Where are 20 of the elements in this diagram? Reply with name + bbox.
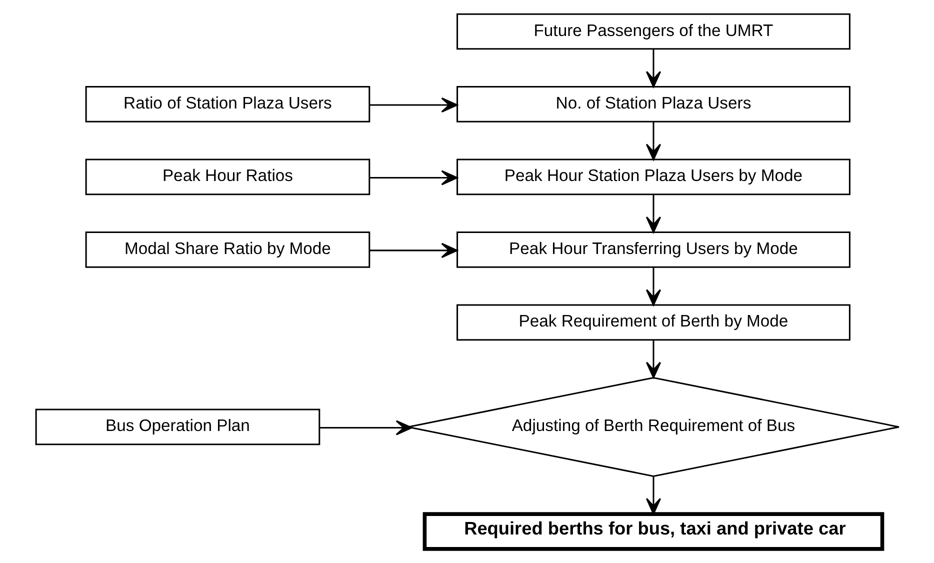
node-box: Peak Hour Station Plaza Users by Mode [456,158,850,196]
arrow [369,242,458,258]
node-box: No. of Station Plaza Users [456,86,850,122]
node-box: Peak Requirement of Berth by Mode [456,304,850,341]
arrow [645,194,661,233]
arrow [369,97,458,113]
node-box: Peak Hour Transferring Users by Mode [456,232,850,268]
node-box: Required berths for bus, taxi and private car [422,512,884,551]
arrow [645,49,661,88]
node-box: Bus Operation Plan [34,408,320,446]
arrow [319,420,412,436]
node-box: Modal Share Ratio by Mode [84,232,370,268]
node-box: Ratio of Station Plaza Users [84,86,370,122]
node-box: Future Passengers of the UMRT [456,13,850,50]
arrow [645,267,661,306]
arrow [645,122,661,160]
arrow [369,170,458,186]
arrow [645,476,661,515]
node-box: Peak Hour Ratios [84,158,370,196]
arrow [645,340,661,378]
